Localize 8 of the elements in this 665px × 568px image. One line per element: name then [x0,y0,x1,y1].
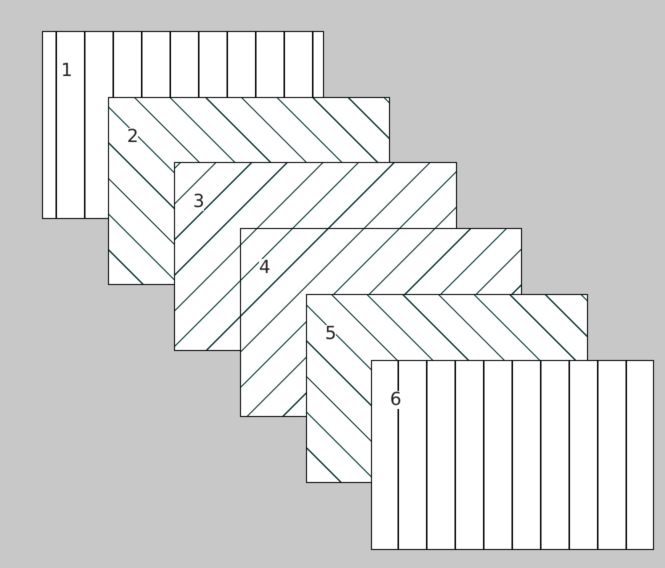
panel-number: 3 [193,193,204,211]
panel-number: 6 [390,391,402,409]
hatched-panel [306,294,588,360]
hatched-panel [108,97,390,162]
hatched-panel [371,360,654,550]
hatched-panel [240,228,522,294]
hatched-panel [174,162,457,228]
hatched-panel [42,31,324,97]
